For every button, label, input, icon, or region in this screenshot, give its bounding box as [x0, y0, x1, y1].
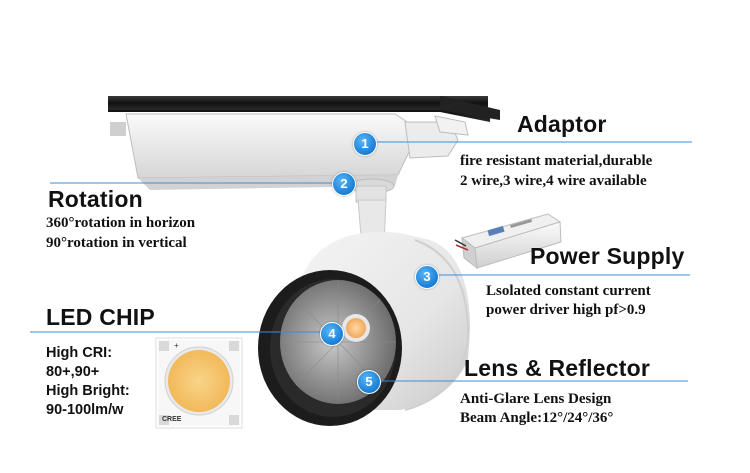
led-chip-line-3: High Bright:: [46, 383, 130, 399]
badge-1: 1: [353, 132, 377, 156]
led-chip-line-1: High CRI:: [46, 345, 113, 361]
led-chip-line-2: 80+,90+: [46, 364, 100, 380]
lens-reflector-line-1: Anti-Glare Lens Design: [460, 391, 612, 407]
rotation-title: Rotation: [48, 186, 143, 212]
power-supply-line-2: power driver high pf>0.9: [486, 302, 646, 318]
led-chip-line-4: 90-100lm/w: [46, 402, 124, 418]
power-supply-image: [454, 213, 562, 270]
led-chip-title: LED CHIP: [46, 304, 155, 330]
power-supply-line-1: Lsolated constant current: [486, 283, 651, 299]
adaptor-line-1: fire resistant material,durable: [460, 153, 653, 169]
lens-reflector-line-2: Beam Angle:12°/24°/36°: [460, 410, 614, 426]
svg-text:+: +: [174, 341, 179, 350]
badge-5: 5: [357, 370, 381, 394]
adaptor-title: Adaptor: [517, 111, 607, 137]
badge-4: 4: [320, 322, 344, 346]
rotation-line-2: 90°rotation in vertical: [46, 235, 187, 251]
leader-lines: [30, 141, 692, 382]
led-chip-image: +: [155, 337, 243, 429]
badge-2: 2: [332, 172, 356, 196]
lens-reflector-title: Lens & Reflector: [464, 355, 650, 381]
power-supply-title: Power Supply: [530, 243, 685, 269]
chip-brand-label: CREE: [162, 416, 182, 423]
adaptor-line-2: 2 wire,3 wire,4 wire available: [460, 173, 647, 189]
badge-3: 3: [415, 265, 439, 289]
rotation-line-1: 360°rotation in horizon: [46, 215, 196, 231]
